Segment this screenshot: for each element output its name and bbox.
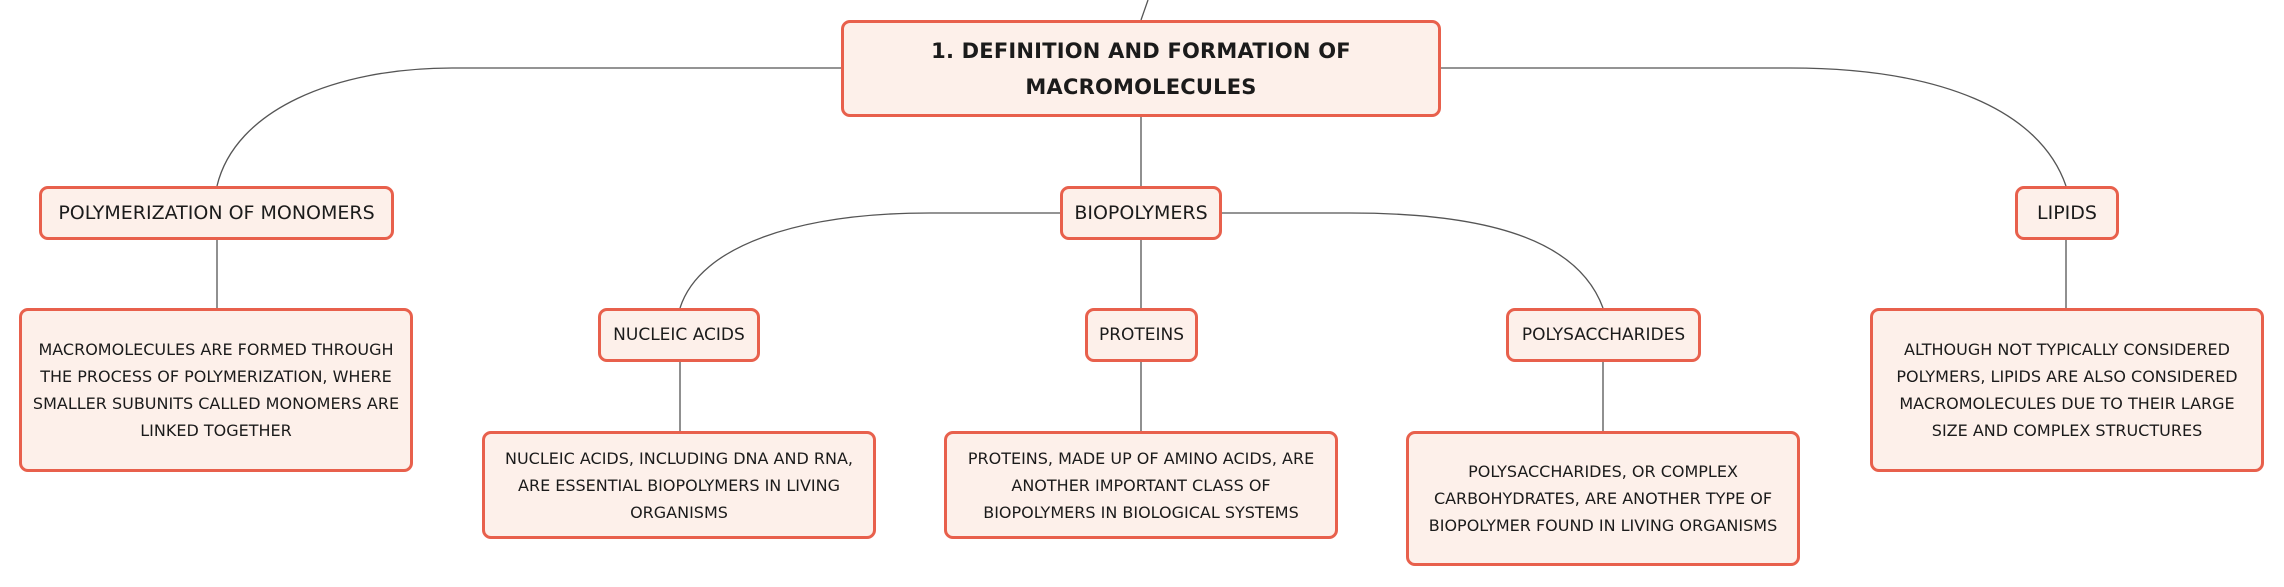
subtopic-polysaccharides-label: POLYSACCHARIDES: [1521, 325, 1686, 345]
detail-polymerization-text: MACROMOLECULES ARE FORMED THROUGH THE PR…: [32, 340, 400, 440]
topic-lipids-label: LIPIDS: [2037, 202, 2097, 224]
subtopic-proteins-node[interactable]: PROTEINS: [1085, 308, 1198, 362]
topic-polymerization-node[interactable]: POLYMERIZATION OF MONOMERS: [39, 186, 394, 240]
connector-root-to-lipids: [1441, 67, 2067, 187]
detail-lipids-text: ALTHOUGH NOT TYPICALLY CONSIDERED POLYME…: [1896, 340, 2238, 440]
connector-parent-to-root: [1140, 0, 1149, 21]
detail-polysaccharides-text: POLYSACCHARIDES, OR COMPLEX CARBOHYDRATE…: [1428, 462, 1778, 535]
subtopic-polysaccharides-node[interactable]: POLYSACCHARIDES: [1506, 308, 1701, 362]
detail-lipids-node[interactable]: ALTHOUGH NOT TYPICALLY CONSIDERED POLYME…: [1870, 308, 2264, 472]
topic-lipids-node[interactable]: LIPIDS: [2015, 186, 2119, 240]
detail-proteins-text: PROTEINS, MADE UP OF AMINO ACIDS, ARE AN…: [967, 448, 1315, 522]
root-topic-label: 1. DEFINITION AND FORMATION OF MACROMOLE…: [931, 38, 1351, 99]
connector-biopolymers-to-nucleic-acids: [679, 212, 1060, 309]
connector-biopolymers-to-polysaccharides: [1220, 212, 1604, 309]
topic-biopolymers-node[interactable]: BIOPOLYMERS: [1060, 186, 1222, 240]
detail-proteins-node[interactable]: PROTEINS, MADE UP OF AMINO ACIDS, ARE AN…: [944, 431, 1338, 539]
topic-polymerization-label: POLYMERIZATION OF MONOMERS: [58, 202, 375, 224]
detail-nucleic-acids-text: NUCLEIC ACIDS, INCLUDING DNA AND RNA, AR…: [505, 448, 853, 522]
detail-polymerization-node[interactable]: MACROMOLECULES ARE FORMED THROUGH THE PR…: [19, 308, 413, 472]
subtopic-nucleic-acids-node[interactable]: NUCLEIC ACIDS: [598, 308, 760, 362]
topic-biopolymers-label: BIOPOLYMERS: [1074, 202, 1208, 224]
connector-root-to-polymerization: [216, 67, 841, 187]
detail-nucleic-acids-node[interactable]: NUCLEIC ACIDS, INCLUDING DNA AND RNA, AR…: [482, 431, 876, 539]
subtopic-proteins-label: PROTEINS: [1098, 325, 1185, 345]
detail-polysaccharides-node[interactable]: POLYSACCHARIDES, OR COMPLEX CARBOHYDRATE…: [1406, 431, 1800, 566]
subtopic-nucleic-acids-label: NUCLEIC ACIDS: [613, 325, 745, 345]
root-topic-node[interactable]: 1. DEFINITION AND FORMATION OF MACROMOLE…: [841, 20, 1441, 117]
